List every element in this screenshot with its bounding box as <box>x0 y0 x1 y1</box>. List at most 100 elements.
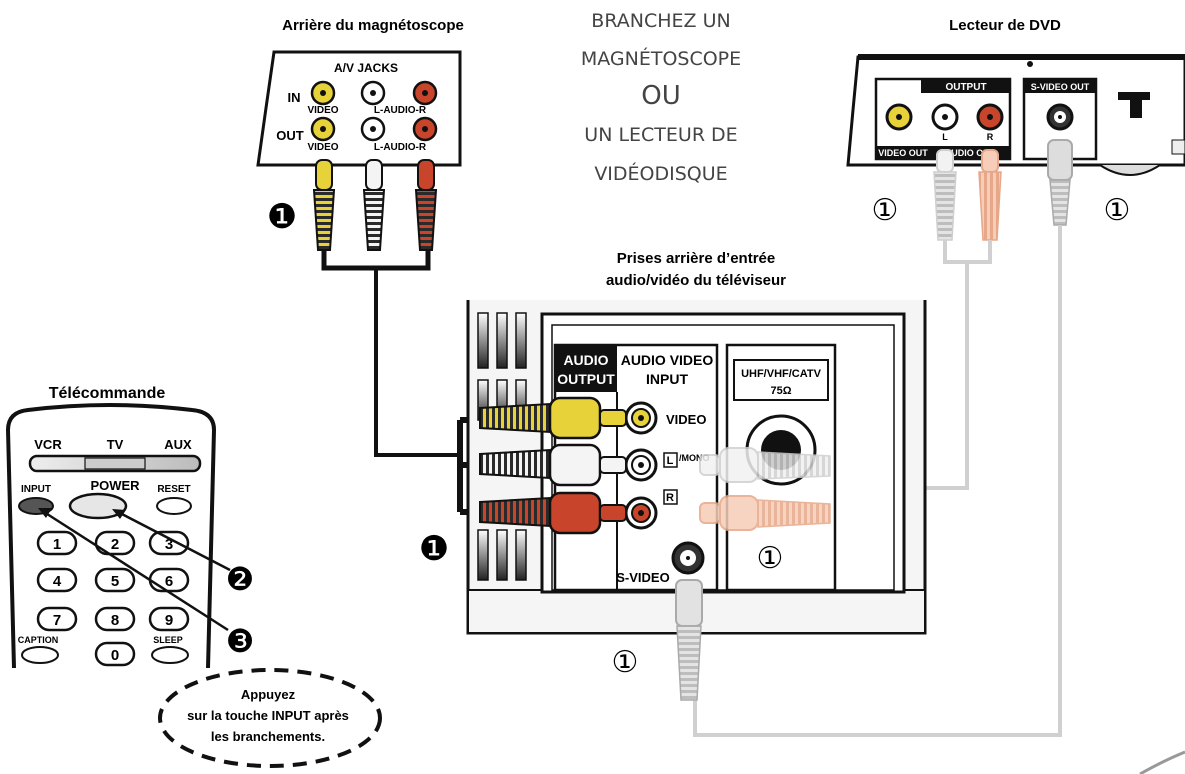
remote-step-input: ❸ <box>226 623 255 659</box>
tv-red-plug <box>479 491 627 535</box>
remote-key-0[interactable]: 0 <box>94 641 136 667</box>
remote-key-4[interactable]: 4 <box>36 567 78 593</box>
remote-key-4-label: 4 <box>53 573 62 590</box>
remote-key-7-label: 7 <box>53 612 61 629</box>
vcr-out-video-jack <box>310 116 336 142</box>
dvd-marker-left: ① <box>872 193 899 228</box>
vcr-out-audio-label: L-AUDIO-R <box>374 142 427 153</box>
note-bubble: Appuyez sur la touche INPUT après les br… <box>158 668 382 768</box>
tv-dvd-red-plug <box>699 495 831 531</box>
tv-audio-output-line-2: OUTPUT <box>557 371 615 387</box>
vcr-in-audio-l-jack <box>360 80 386 106</box>
tv-audio-l-jack <box>624 448 658 482</box>
remote-key-9[interactable]: 9 <box>148 606 190 632</box>
tv-mono-label: /MONO <box>679 453 710 463</box>
remote-aux-label: AUX <box>164 437 192 452</box>
vcr-jacks-label: A/V JACKS <box>334 61 398 75</box>
remote-key-8[interactable]: 8 <box>94 606 136 632</box>
remote-caption-button[interactable] <box>21 646 59 664</box>
vcr-cable-join <box>321 250 431 271</box>
tv-title-line-2: audio/vidéo du téléviseur <box>606 272 786 289</box>
remote-key-6-label: 6 <box>165 573 173 590</box>
headline-line-3: OU <box>641 81 681 111</box>
dvd-svideo-out-label: S-VIDEO OUT <box>1031 82 1090 92</box>
note-line-1: Appuyez <box>241 687 296 702</box>
vcr-title: Arrière du magnétoscope <box>282 17 464 34</box>
vcr-in-video-jack <box>310 80 336 106</box>
remote-power-button[interactable] <box>68 492 128 520</box>
tv-panel: Prises arrière d’entrée audio/vidéo du t… <box>419 250 927 701</box>
remote-key-0-label: 0 <box>111 647 119 664</box>
vcr-yellow-plug <box>312 159 336 251</box>
dvd-panel: Lecteur de DVD OUTPUT VIDEO OUT AUDIO OU… <box>846 17 1185 241</box>
tv-uhf-line-2: 75Ω <box>770 385 791 397</box>
tv-marker-vcr: ❶ <box>419 530 449 568</box>
remote-sleep-label: SLEEP <box>153 635 183 645</box>
tv-svideo-label: S-VIDEO <box>616 570 669 585</box>
vcr-in-label: IN <box>288 90 301 105</box>
arrow-to-input <box>43 510 229 632</box>
tv-audio-video-input-line-1: AUDIO VIDEO <box>621 352 714 368</box>
vcr-in-video-label: VIDEO <box>307 105 338 116</box>
remote-caption-label: CAPTION <box>18 635 59 645</box>
remote-key-2-label: 2 <box>111 536 119 553</box>
dvd-audio-l-jack <box>931 103 959 131</box>
remote-sleep-button[interactable] <box>151 646 189 664</box>
remote-key-1[interactable]: 1 <box>36 530 78 556</box>
vcr-step-marker: ❶ <box>267 198 297 236</box>
tv-yellow-plug <box>479 396 627 440</box>
headline-line-2: MAGNÉTOSCOPE <box>581 47 741 70</box>
vcr-out-video-label: VIDEO <box>307 142 338 153</box>
vcr-out-label: OUT <box>276 128 304 143</box>
dvd-connector-icon <box>1118 92 1150 118</box>
remote-vcr-label: VCR <box>34 437 62 452</box>
arrow-to-power <box>117 510 231 572</box>
dvd-marker-right: ① <box>1104 193 1131 228</box>
tv-audio-output-line-1: AUDIO <box>563 352 608 368</box>
vcr-out-audio-l-jack <box>360 116 386 142</box>
remote-key-1-label: 1 <box>53 536 61 553</box>
dvd-svideo-jack <box>1046 103 1074 131</box>
remote-key-7[interactable]: 7 <box>36 606 78 632</box>
dvd-video-jack <box>885 103 913 131</box>
dvd-white-plug <box>933 149 957 241</box>
dvd-audio-r-jack <box>976 103 1004 131</box>
tv-marker-dvd-audio: ① <box>757 541 784 576</box>
tv-svideo-jack <box>671 541 705 575</box>
tv-white-plug <box>479 443 627 487</box>
remote-reset-label: RESET <box>157 484 190 495</box>
tv-uhf-line-1: UHF/VHF/CATV <box>741 368 822 380</box>
dvd-svideo-plug <box>1047 139 1073 226</box>
remote-key-3-label: 3 <box>165 536 173 553</box>
note-line-2: sur la touche INPUT après <box>187 708 349 723</box>
tv-vents <box>477 312 527 581</box>
tv-audio-r-jack <box>624 496 658 530</box>
headline-line-4: UN LECTEUR DE <box>584 124 737 146</box>
vcr-cable-bundle <box>374 268 460 457</box>
remote-key-6[interactable]: 6 <box>148 567 190 593</box>
dvd-r-label: R <box>987 132 994 142</box>
vcr-out-audio-r-jack <box>412 116 438 142</box>
vcr-white-plug <box>362 159 386 251</box>
dvd-svideo-cable <box>693 225 1062 737</box>
tv-video-label: VIDEO <box>666 412 706 427</box>
remote-key-3[interactable]: 3 <box>148 530 190 556</box>
dvd-title: Lecteur de DVD <box>949 17 1061 34</box>
vcr-in-audio-r-jack <box>412 80 438 106</box>
remote-key-5[interactable]: 5 <box>94 567 136 593</box>
headline-line-5: VIDÉODISQUE <box>594 162 727 185</box>
dvd-red-plug <box>978 149 1002 241</box>
headline: BRANCHEZ UN MAGNÉTOSCOPE OU UN LECTEUR D… <box>581 10 741 185</box>
dvd-output-label: OUTPUT <box>945 82 986 93</box>
remote-key-2[interactable]: 2 <box>94 530 136 556</box>
remote-power-label: POWER <box>90 478 140 493</box>
remote-key-9-label: 9 <box>165 612 173 629</box>
remote-title: Télécommande <box>49 385 166 402</box>
remote-step-power: ❷ <box>226 561 255 597</box>
tv-video-jack <box>624 401 658 435</box>
remote-mode-button-bar[interactable] <box>28 454 202 473</box>
tv-dvd-white-plug <box>699 447 831 483</box>
dvd-l-label: L <box>942 132 948 142</box>
remote-reset-button[interactable] <box>156 497 192 515</box>
